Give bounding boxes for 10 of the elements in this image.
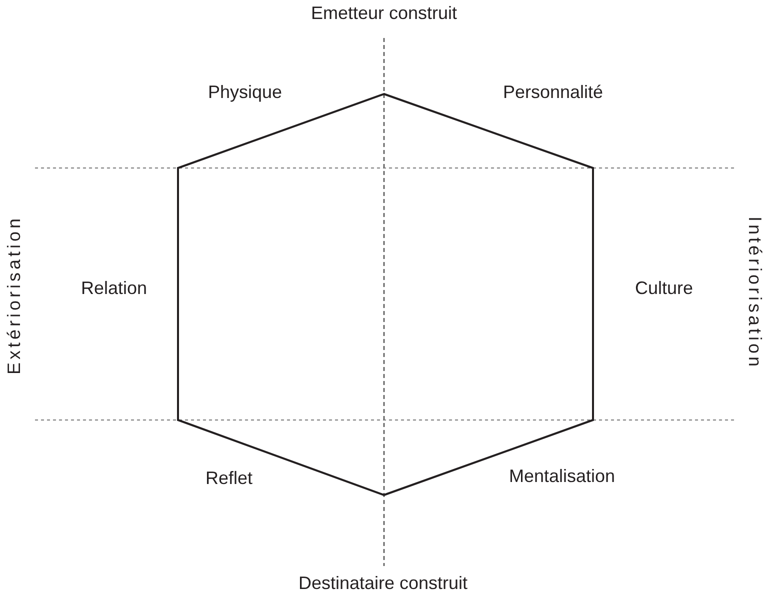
label-text: Relation [80,279,148,297]
label-text: Personnalité [502,83,604,101]
label-text: Destinataire construit [298,574,468,592]
label-text: Culture [634,279,694,297]
axis-label: Intériorisation [746,216,764,370]
axis-label: Extériorisation [5,215,23,375]
label-text: Mentalisation [508,467,616,485]
label-text: Reflet [205,469,253,487]
label-text: Emetteur construit [310,4,458,22]
label-text: Physique [208,83,282,101]
